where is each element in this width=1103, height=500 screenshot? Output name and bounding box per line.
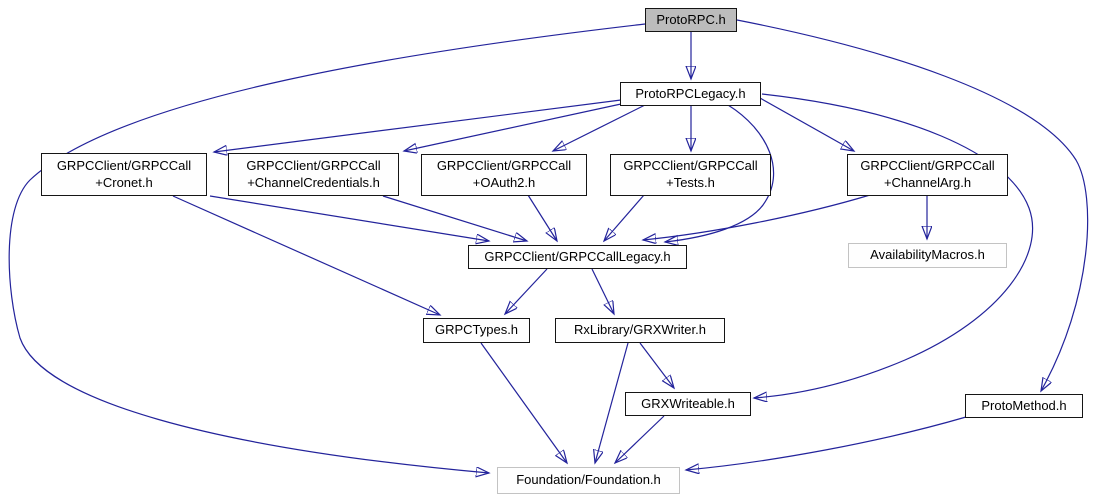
node-grxwriteable[interactable]: GRXWriteable.h <box>625 392 751 416</box>
edge-channelcredentials-to-grpccalllegacy <box>382 195 527 241</box>
edge-protorpc-to-protomethod <box>736 19 1089 391</box>
node-grpccalllegacy[interactable]: GRPCClient/GRPCCallLegacy.h <box>468 245 687 269</box>
edge-protorpclegacy-to-grxwriteable <box>754 93 1034 398</box>
edge-grxwriteable-to-foundation <box>615 415 665 463</box>
node-label: RxLibrary/GRXWriter.h <box>574 322 706 338</box>
edge-protomethod-to-foundation <box>686 416 967 470</box>
node-label: ProtoMethod.h <box>981 397 1067 413</box>
node-label: Foundation/Foundation.h <box>516 472 661 488</box>
node-label: ProtoRPC.h <box>656 11 726 27</box>
edge-tests-to-grpccalllegacy <box>604 194 645 241</box>
node-grpccall-cronet[interactable]: GRPCClient/GRPCCall +Cronet.h <box>41 153 207 196</box>
node-grpccall-channelarg[interactable]: GRPCClient/GRPCCall +ChannelArg.h <box>847 154 1008 196</box>
edge-grxwriter-to-grxwriteable <box>639 342 674 388</box>
node-grxwriter[interactable]: RxLibrary/GRXWriter.h <box>555 318 725 343</box>
node-label: GRPCClient/GRPCCall +Cronet.h <box>56 157 192 190</box>
node-grpccall-tests[interactable]: GRPCClient/GRPCCall +Tests.h <box>610 154 771 196</box>
node-label: GRPCClient/GRPCCall +OAuth2.h <box>436 158 572 190</box>
node-label: GRPCClient/GRPCCallLegacy.h <box>484 248 671 264</box>
node-grpccall-oauth2[interactable]: GRPCClient/GRPCCall +OAuth2.h <box>421 154 587 196</box>
edge-channelarg-to-grpccalllegacy <box>643 194 871 240</box>
node-grpccall-channelcredentials[interactable]: GRPCClient/GRPCCall +ChannelCredentials.… <box>228 153 399 196</box>
node-availabilitymacros: AvailabilityMacros.h <box>848 243 1007 268</box>
node-label: GRXWriteable.h <box>641 395 735 411</box>
node-grpctypes[interactable]: GRPCTypes.h <box>423 318 530 343</box>
node-protorpclegacy[interactable]: ProtoRPCLegacy.h <box>620 82 761 106</box>
edge-protorpclegacy-to-oauth2 <box>553 104 646 151</box>
node-label: GRPCClient/GRPCCall +Tests.h <box>623 158 758 190</box>
node-label: AvailabilityMacros.h <box>870 247 985 263</box>
edge-protorpclegacy-to-channelcredentials <box>404 103 622 151</box>
node-protomethod[interactable]: ProtoMethod.h <box>965 394 1083 418</box>
edge-grpccalllegacy-to-grxwriter <box>591 268 614 314</box>
node-foundation: Foundation/Foundation.h <box>497 467 680 494</box>
edge-cronet-to-grpccalllegacy <box>209 195 489 241</box>
node-protorpc: ProtoRPC.h <box>645 8 737 32</box>
node-label: GRPCClient/GRPCCall +ChannelArg.h <box>860 158 995 190</box>
edge-protorpclegacy-to-grpccalllegacy <box>665 104 775 242</box>
edge-protorpclegacy-to-channelarg <box>759 97 854 151</box>
edge-grpccalllegacy-to-grpctypes <box>505 268 548 314</box>
edge-grxwriter-to-foundation <box>595 342 629 463</box>
node-label: ProtoRPCLegacy.h <box>635 85 746 101</box>
edge-grpctypes-to-foundation <box>480 342 567 463</box>
edge-cronet-to-grpctypes <box>172 195 440 315</box>
node-label: GRPCTypes.h <box>434 322 519 338</box>
node-label: GRPCClient/GRPCCall +ChannelCredentials.… <box>246 157 381 190</box>
edge-oauth2-to-grpccalllegacy <box>527 194 557 241</box>
edge-protorpclegacy-to-cronet <box>214 99 622 152</box>
edge-protorpc-to-foundation <box>8 23 646 473</box>
